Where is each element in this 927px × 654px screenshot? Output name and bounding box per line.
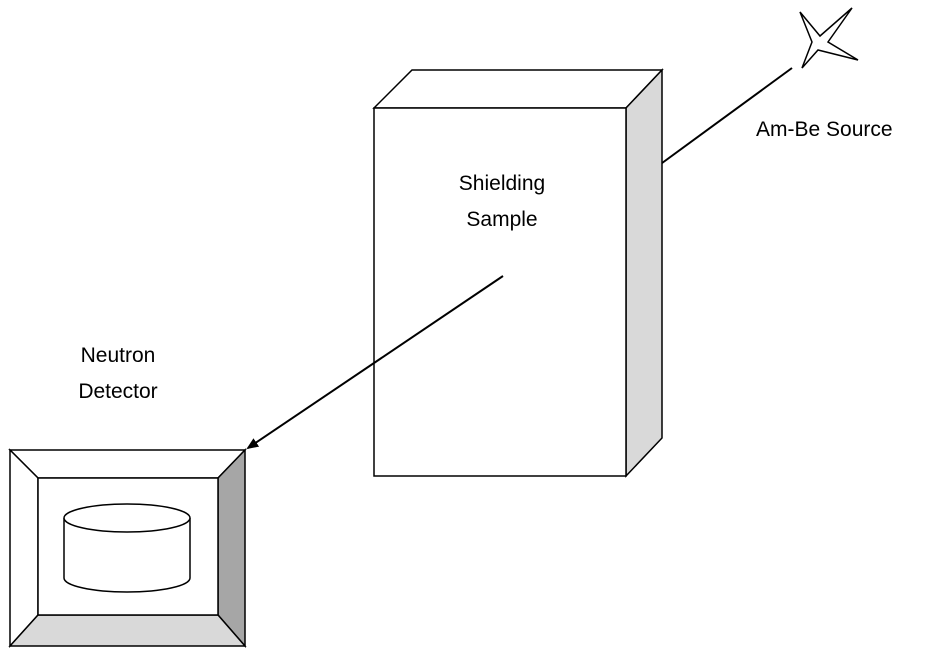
source-beam-line	[657, 67, 793, 167]
sample-top-face	[372, 69, 664, 109]
shielding-sample-box	[372, 68, 664, 478]
cylinder-icon	[63, 503, 191, 593]
detector-bevel-top	[8, 449, 247, 479]
detector-bevel-bottom	[8, 614, 247, 647]
neutron-detector	[8, 448, 247, 649]
four-point-star-icon	[799, 7, 859, 69]
sample-side-face	[625, 68, 663, 478]
source-label: Am-Be Source	[756, 118, 893, 141]
cylinder-body	[63, 518, 191, 593]
cylinder-top	[63, 503, 191, 533]
sample-front-face	[373, 107, 627, 477]
detector-bevel-right	[217, 448, 246, 649]
detector-bevel-left	[9, 448, 39, 648]
transmitted-beam-arrow	[246, 275, 504, 450]
sample-label-line1: Shielding	[459, 172, 545, 195]
detector-label-line1: Neutron	[81, 344, 156, 367]
detector-label-line2: Detector	[78, 380, 157, 403]
sample-label-line2: Sample	[466, 208, 537, 231]
